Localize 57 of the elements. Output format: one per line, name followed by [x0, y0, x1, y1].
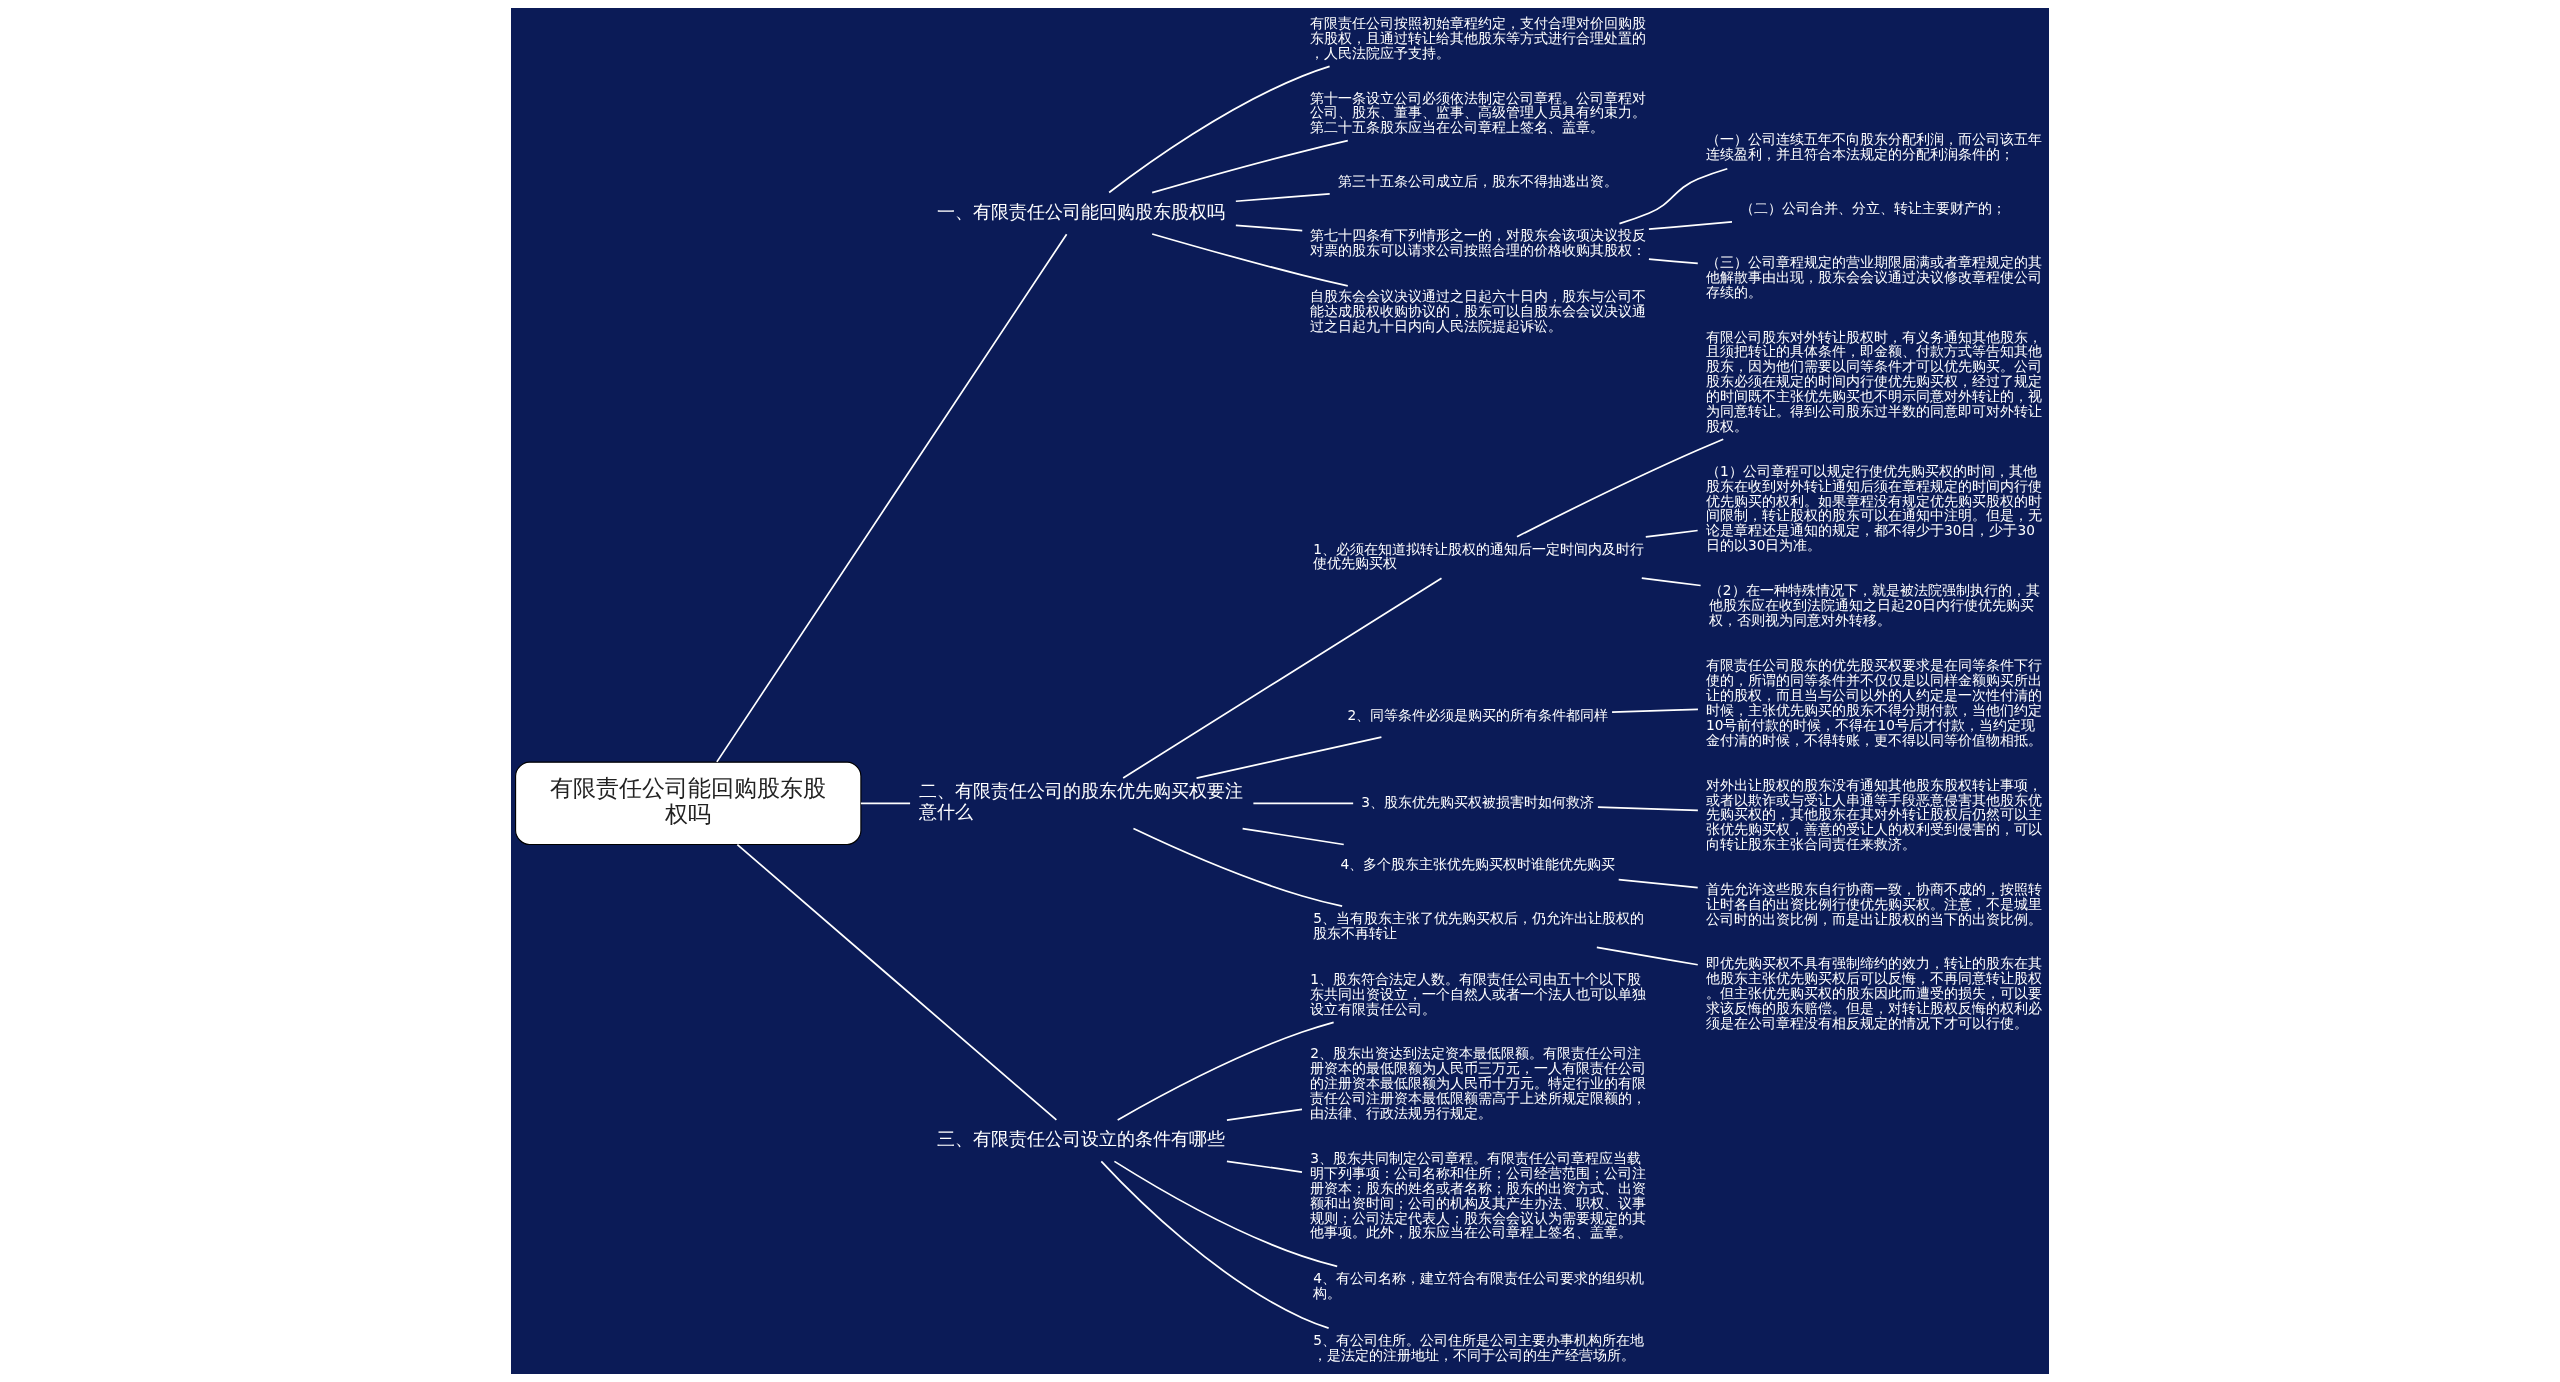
node-text: 3、股东优先购买权被损害时如何救济: [1361, 793, 1594, 810]
connector: [1195, 736, 1383, 779]
node-text: 有限公司股东对外转让股权时，有义务通知其他股东，且须把转让的具体条件，即金额、付款方式等告知其他股东，因为他们需要以同等条件才可以优先购买。公司股东必须在规定的时间内行使优先购买权，经过了规定的时间既不主张优先购买也不明示同意对外转让的，视为同意转让。得到公司股东过半数的同意即可对外转让股权。: [1705, 328, 2042, 434]
connector: [1648, 258, 1699, 265]
connector: [716, 233, 1068, 763]
connector: [1640, 577, 1702, 587]
connector: [1611, 708, 1699, 713]
node-text: （2）在一种特殊情况下，就是被法院强制执行的，其他股东应在收到法院通知之日起20日内行使优先购买权，否则视为同意对外转移。: [1708, 582, 2040, 629]
connector: [1618, 167, 1729, 225]
connector: [1122, 577, 1443, 779]
node-text: 对外出让股权的股东没有通知其他股东股权转让事项，或者以欺诈或与受让人串通等手段恶意侵害其他股东优先购买权的，其他股东在其对外转让股权后仍然可以主张优先购买权，善意的受让人的权利受到侵害的，可以向转让股东主张合同责任来救济。: [1705, 776, 2042, 853]
node-text: 有限责任公司股东的优先股买权要求是在同等条件下行使的，所谓的同等条件并不仅仅是以同样金额购买所出让的股权，而且当与公司以外的人约定是一次性付清的时候，主张优先购买的股东不得分期付款，当他们约定10号前付款的时候，不得在10号后才付款，当约定现金付清的时候，不得转账，更不得以同等价值物相抵。: [1705, 657, 2042, 748]
node-text: 1、必须在知道拟转让股权的通知后一定时间内及时行使优先购买权: [1313, 540, 1644, 572]
connector: [1597, 806, 1699, 812]
node-text: 5、当有股东主张了优先购买权后，仍允许出让股权的股东不再转让: [1313, 909, 1644, 941]
node-text: 第三十五条公司成立后，股东不得抽逃出资。: [1337, 172, 1618, 189]
node-text: 一、有限责任公司能回购股东股权吗: [936, 200, 1225, 222]
connector: [1241, 827, 1345, 846]
connector: [1151, 233, 1349, 287]
connector: [1226, 1160, 1303, 1173]
node-text: 4、多个股东主张优先购买权时谁能优先购买: [1340, 855, 1616, 872]
node-text: 第十一条设立公司必须依法制定公司章程。公司章程对公司、股东、董事、监事、高级管理人员具有约束力。第二十五条股东应当在公司章程上签名、盖章。: [1310, 89, 1647, 136]
connector: [1644, 529, 1699, 538]
connector: [1648, 221, 1733, 230]
connector: [736, 843, 1058, 1121]
connector: [1252, 802, 1354, 805]
node-box: 有限责任公司能回购股东股权吗: [515, 761, 862, 846]
connector: [1151, 139, 1349, 194]
connector: [1113, 1160, 1339, 1268]
node-text: 有限责任公司按照初始章程约定，支付合理对价回购股东股权，且通过转让给其他股东等方式进行合理处置的，人民法院应予支持。: [1310, 15, 1647, 61]
node-text: 4、有公司名称，建立符合有限责任公司要求的组织机构。: [1313, 1270, 1644, 1302]
connector: [1596, 946, 1699, 966]
connector: [1108, 65, 1331, 194]
connector: [1617, 878, 1699, 889]
node-text: 首先允许这些股东自行协商一致，协商不成的，按照转让时各自的出资比例行使优先购买权。注意，不是城里公司时的出资比例，而是出让股权的当下的出资比例。: [1705, 880, 2042, 927]
node-text: （三）公司章程规定的营业期限届满或者章程规定的其他解散事由出现，股东会会议通过决议修改章程使公司存续的。: [1705, 254, 2042, 300]
connector: [1132, 827, 1343, 908]
connector: [1235, 224, 1304, 232]
node-text: （一）公司连续五年不向股东分配利润，而公司该五年连续盈利，并且符合本法规定的分配利润条件的；: [1705, 131, 2042, 163]
node-text: 5、有公司住所。公司住所是公司主要办事机构所在地，是法定的注册地址，不同于公司的生产经营场所。: [1313, 1331, 1644, 1363]
node-text: 即优先购买权不具有强制缔约的效力，转让的股东在其他股东主张优先购买权后可以反悔，不再同意转让股权。但主张优先购买权的股东因此而遭受的损失，可以要求该反悔的股东赔偿。但是，对转让股权反悔的权利必须是在公司章程没有相反规定的情况下才可以行使。: [1705, 955, 2042, 1031]
node-text: 2、股东出资达到法定资本最低限额。有限责任公司注册资本的最低限额为人民币三万元，一人有限责任公司的注册资本最低限额为人民币十万元。特定行业的有限责任公司注册资本最低限额需高于上述所规定限额的，由法律、行政法规另行规定。: [1310, 1045, 1647, 1121]
node-text: 二、有限责任公司的股东优先购买权要注意什么: [919, 780, 1244, 822]
node-text: 第七十四条有下列情形之一的，对股东会该项决议投反对票的股东可以请求公司按照合理的价格收购其股权：: [1310, 227, 1647, 259]
node-text: 自股东会会议决议通过之日起六十日内，股东与公司不能达成股权收购协议的，股东可以自股东会会议决议通过之日起九十日内向人民法院提起诉讼。: [1310, 288, 1647, 335]
connector: [1516, 438, 1725, 538]
node-text: （二）公司合并、分立、转让主要财产的；: [1740, 200, 2007, 217]
node-text: （1）公司章程可以规定行使优先购买权的时间，其他股东在收到对外转让通知后须在章程规定的时间内行使优先购买的权利。如果章程没有规定优先购买股权的时间限制，转让股权的股东可以在通知中注明。但是，无论是章程还是通知的规定，都不得少于30日，少于30日的以30日为准。: [1705, 462, 2042, 554]
connector: [1226, 1108, 1303, 1121]
connector: [1235, 192, 1331, 203]
node-text: 1、股东符合法定人数。有限责任公司由五十个以下股东共同出资设立，一个自然人或者一个法人也可以单独设立有限责任公司。: [1310, 971, 1647, 1017]
connector: [860, 802, 911, 805]
node-text: 2、同等条件必须是购买的所有条件都同样: [1347, 706, 1609, 723]
node-text: 三、有限责任公司设立的条件有哪些: [936, 1128, 1225, 1150]
connector: [1100, 1160, 1330, 1329]
connector: [1116, 1021, 1335, 1121]
node-text: 3、股东共同制定公司章程。有限责任公司章程应当载明下列事项：公司名称和住所；公司经营范围；公司注册资本；股东的姓名或者名称；股东的出资方式、出资额和出资时间；公司的机构及其产生办法、职权、议事规则；公司法定代表人；股东会会议认为需要规定的其他事项。此外，股东应当在公司章程上签名、盖章。: [1310, 1150, 1647, 1241]
